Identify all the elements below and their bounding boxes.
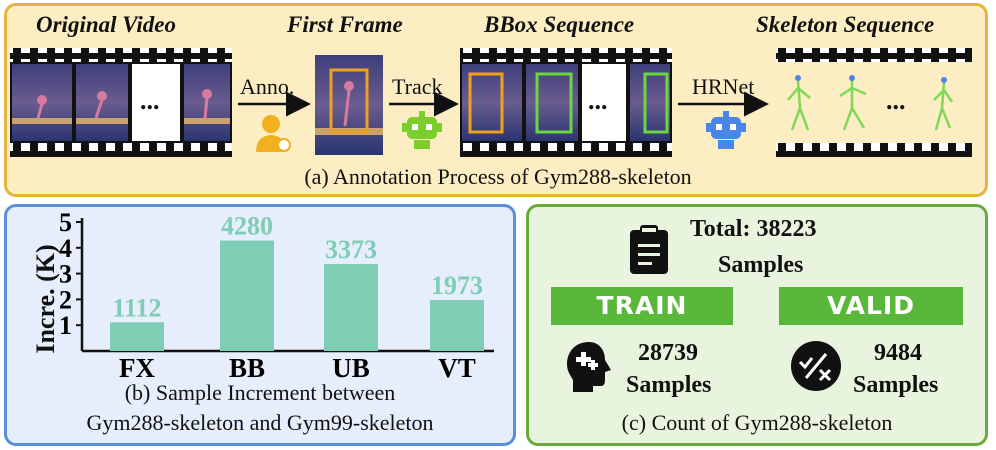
x-tick-label-bb: BB (229, 353, 265, 383)
tracker-robot-icon (402, 111, 442, 149)
ellipsis-bbox: ... (588, 86, 608, 115)
ellipsis-skeleton: ... (886, 86, 906, 115)
anno-label: Anno. (240, 74, 295, 99)
stage-title-original-video: Original Video (36, 12, 176, 37)
skeleton-sequence-filmstrip (776, 48, 972, 157)
x-tick-label-ub: UB (332, 353, 370, 383)
bbox-green-last (643, 72, 669, 134)
y-tick-label: 3 (59, 260, 72, 289)
hrnet-robot-icon (706, 111, 746, 149)
bbox-orange (468, 72, 504, 134)
y-tick-label: 5 (59, 208, 72, 237)
skeleton-figure-1 (787, 79, 811, 131)
bar-ub (324, 263, 378, 351)
y-tick-label: 4 (59, 234, 72, 263)
brain-head-icon (567, 342, 611, 392)
bar-vt (430, 300, 484, 351)
y-tick-label: 2 (59, 285, 72, 314)
clipboard-icon (630, 225, 668, 274)
sample-count-panel (526, 204, 988, 446)
panel-c-caption: (c) Count of Gym288-skeleton (621, 410, 893, 435)
skeleton-figure-3 (933, 81, 954, 131)
panel-a-caption: (a) Annotation Process of Gym288-skeleto… (304, 164, 692, 189)
annotator-person-icon (256, 115, 291, 152)
panel-b-caption-line2: Gym288-skeleton and Gym99-skeleton (86, 410, 434, 435)
y-axis-label: Incre. (K) (31, 244, 60, 353)
bar-value-label-vt: 1973 (431, 271, 483, 300)
bbox-green (535, 72, 573, 134)
y-tick-label: 1 (59, 311, 72, 340)
stage-title-first-frame: First Frame (287, 12, 403, 37)
train-unit-label: Samples (626, 372, 712, 398)
x-tick-label-vt: VT (438, 353, 476, 383)
bar-fx (110, 322, 164, 351)
bar-value-label-bb: 4280 (221, 212, 273, 241)
annotation-pipeline-figure (10, 48, 972, 157)
valid-count-value: 9484 (874, 340, 922, 366)
bbox-sequence-filmstrip (460, 48, 672, 157)
valid-unit-label: Samples (853, 372, 939, 398)
bar-value-label-ub: 3373 (325, 235, 377, 264)
bar-value-label-fx: 1112 (112, 293, 161, 322)
stage-title-skeleton-sequence: Skeleton Sequence (756, 12, 935, 37)
first-frame-image (315, 55, 383, 155)
check-cross-icon (791, 341, 841, 391)
train-button[interactable]: TRAIN (551, 287, 733, 325)
ellipsis-original: ... (140, 86, 160, 115)
track-label: Track (392, 74, 443, 99)
hrnet-label: HRNet (692, 74, 755, 99)
video-frame-ellipsis (132, 64, 180, 141)
bar-bb (220, 240, 274, 351)
x-tick-label-fx: FX (119, 353, 155, 383)
valid-button[interactable]: VALID (779, 287, 963, 325)
train-count-value: 28739 (638, 340, 698, 366)
stage-title-bbox-sequence: BBox Sequence (484, 12, 635, 37)
panel-b-caption-line1: (b) Sample Increment between (124, 380, 396, 405)
total-unit-label: Samples (718, 252, 804, 278)
original-video-filmstrip (10, 48, 232, 157)
skeleton-figure-2 (839, 80, 867, 131)
first-frame-bbox (329, 68, 369, 134)
total-count-label: Total: 38223 (690, 216, 817, 242)
